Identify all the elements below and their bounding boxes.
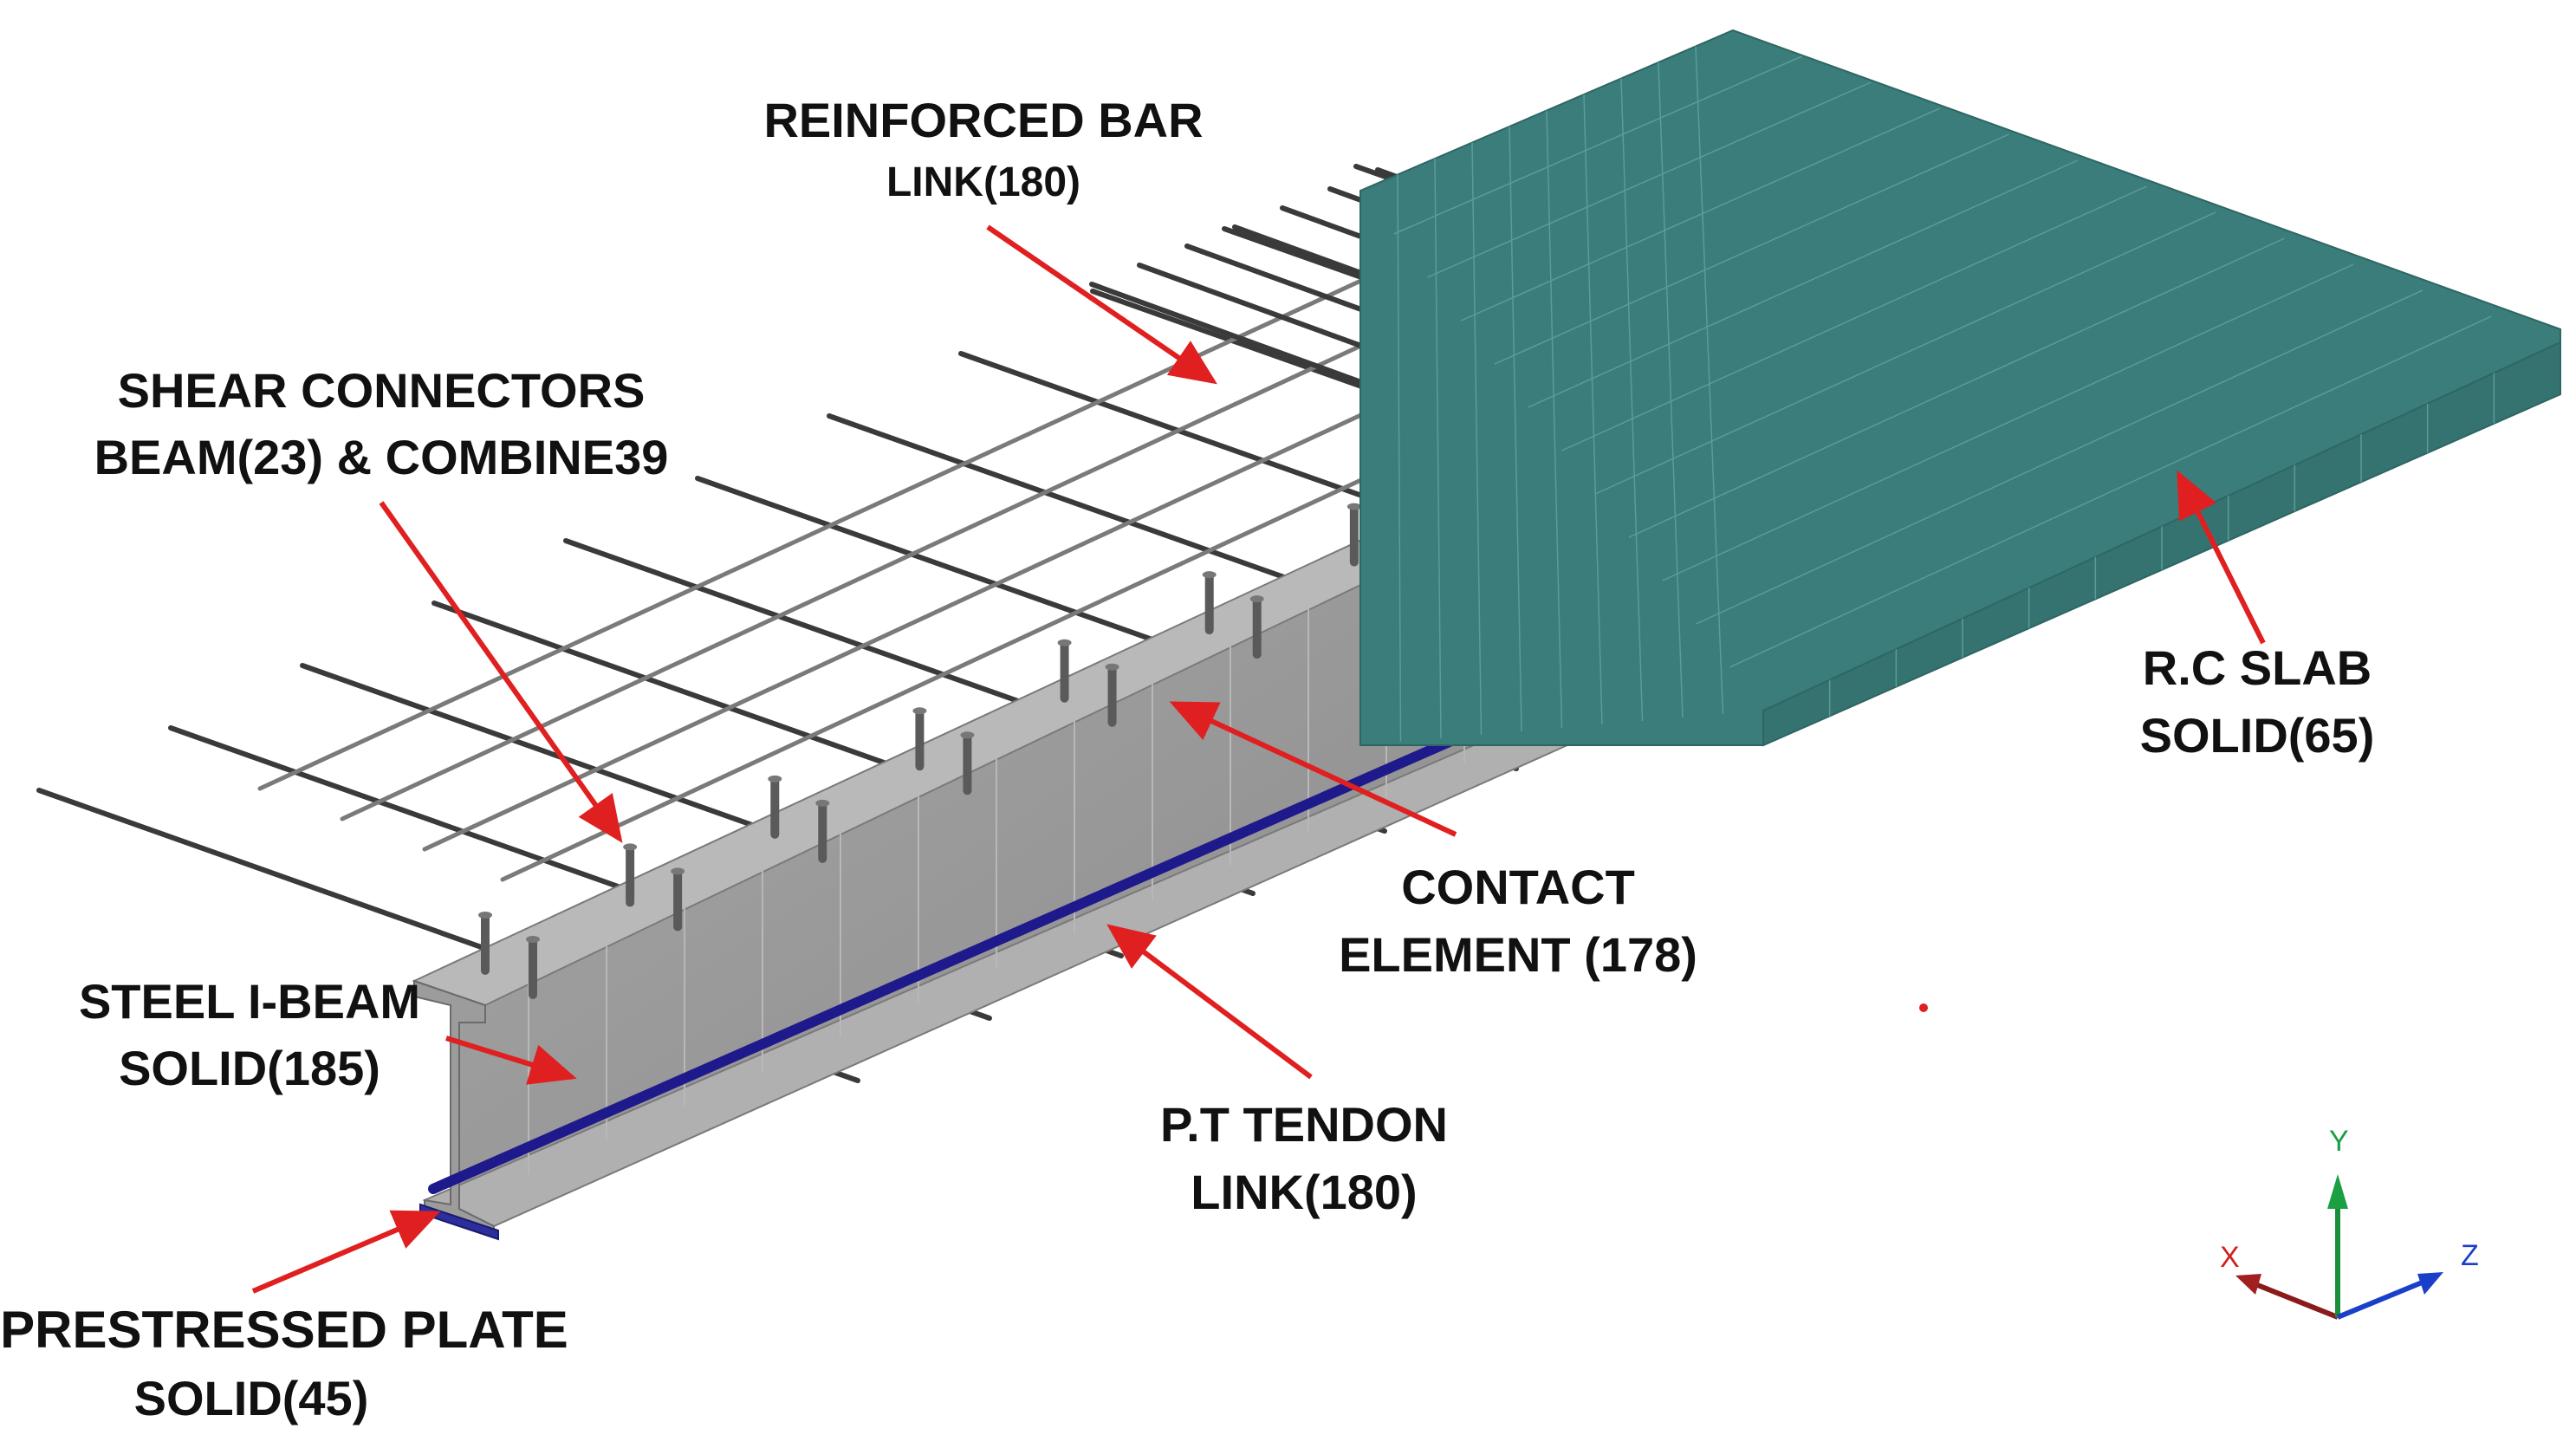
label-pt-tendon-element: LINK(180): [1191, 1165, 1417, 1219]
label-prestressed-plate-title: PRESTRESSED PLATE: [0, 1301, 568, 1359]
arrow-steel-i-beam: [445, 1036, 577, 1085]
arrow-contact-element: [1169, 701, 1457, 837]
axis-x-label: X: [2220, 1241, 2240, 1274]
arrow-reinforced-bar: [986, 224, 1217, 385]
shear-stud-head: [960, 731, 975, 739]
label-reinforced-bar-title: REINFORCED BAR: [763, 93, 1203, 147]
axis-x-line: [2249, 1280, 2339, 1320]
shear-stud-head: [912, 707, 927, 715]
slab-mesh-line: [1528, 159, 2079, 408]
rebar-longitudinal: [340, 335, 1380, 821]
slab-mesh-line: [1494, 133, 2009, 365]
label-rc-slab-element: SOLID(65): [2140, 708, 2375, 763]
shear-stud-head: [1057, 639, 1072, 646]
rebar-longitudinal: [500, 470, 1380, 882]
shear-stud-head: [815, 799, 830, 807]
axis-y-arrowhead: [2327, 1174, 2348, 1209]
slab-mesh-line: [1471, 142, 1483, 736]
slab-mesh-line: [1397, 174, 1402, 743]
shear-connectors: [478, 503, 1409, 999]
axis-z-arrowhead: [2417, 1272, 2443, 1295]
shear-stud-head: [671, 867, 685, 875]
shear-stud-head: [1202, 571, 1217, 579]
red-dot: [1919, 1003, 1928, 1012]
label-prestressed-plate-element: SOLID(45): [134, 1371, 369, 1425]
slab-mesh-line: [1509, 126, 1522, 732]
label-shear-connectors-element: BEAM(23) & COMBINE39: [94, 430, 669, 484]
arrow-pt-tendon: [1106, 924, 1313, 1080]
axis-triad: X Y Z: [2220, 1125, 2479, 1320]
label-reinforced-bar-element: LINK(180): [886, 159, 1080, 205]
slab-mesh-line: [1594, 211, 2216, 495]
arrow-rc-slab: [2177, 470, 2266, 645]
label-contact-element-element: ELEMENT (178): [1339, 927, 1697, 982]
pt-tendon: [428, 688, 1565, 1194]
shear-stud-head: [623, 843, 638, 851]
label-shear-connectors-title: SHEAR CONNECTORS: [118, 363, 646, 418]
rebar-transverse: [1089, 282, 1380, 391]
axis-z-label: Z: [2461, 1239, 2479, 1272]
slab-mesh-line: [1729, 315, 2492, 668]
axis-x-arrowhead: [2235, 1274, 2261, 1295]
slab-mesh-line: [1620, 78, 1644, 722]
slab-mesh-line: [1434, 158, 1442, 739]
slab-mesh-line: [1546, 110, 1563, 729]
label-steel-i-beam-title: STEEL I-BEAM: [79, 974, 420, 1029]
shear-stud-head: [526, 936, 540, 943]
label-contact-element-title: CONTACT: [1401, 860, 1635, 914]
label-rc-slab-title: R.C SLAB: [2143, 640, 2372, 695]
slab-mesh-line: [1696, 289, 2424, 625]
slab-mesh-line: [1662, 263, 2354, 581]
slab-mesh-line: [1583, 94, 1603, 725]
slab-mesh-line: [1427, 81, 1872, 278]
shear-stud-head: [1249, 595, 1264, 603]
slab-mesh-line: [1460, 107, 1941, 321]
arrow-prestressed-plate: [251, 1210, 441, 1294]
rebar-longitudinal: [422, 405, 1380, 852]
label-pt-tendon-title: P.T TENDON: [1160, 1097, 1448, 1152]
axis-z-line: [2336, 1278, 2428, 1320]
slab-mesh-line: [1695, 46, 1724, 715]
arrow-shear-connectors: [379, 501, 623, 843]
axis-y-label: Y: [2329, 1125, 2349, 1158]
steel-i-beam: [412, 462, 1580, 1237]
shear-stud-head: [1346, 503, 1361, 510]
slab-mesh-line: [1628, 237, 2285, 538]
label-steel-i-beam-element: SOLID(185): [119, 1041, 380, 1095]
shear-stud-head: [478, 912, 492, 919]
slab-mesh-line: [1561, 185, 2147, 451]
shear-stud-head: [1105, 663, 1119, 671]
rc-slab: [1359, 29, 2561, 747]
slab-mesh-line: [1393, 55, 1802, 235]
slab-mesh-line: [1658, 62, 1684, 718]
shear-stud-head: [768, 775, 782, 782]
